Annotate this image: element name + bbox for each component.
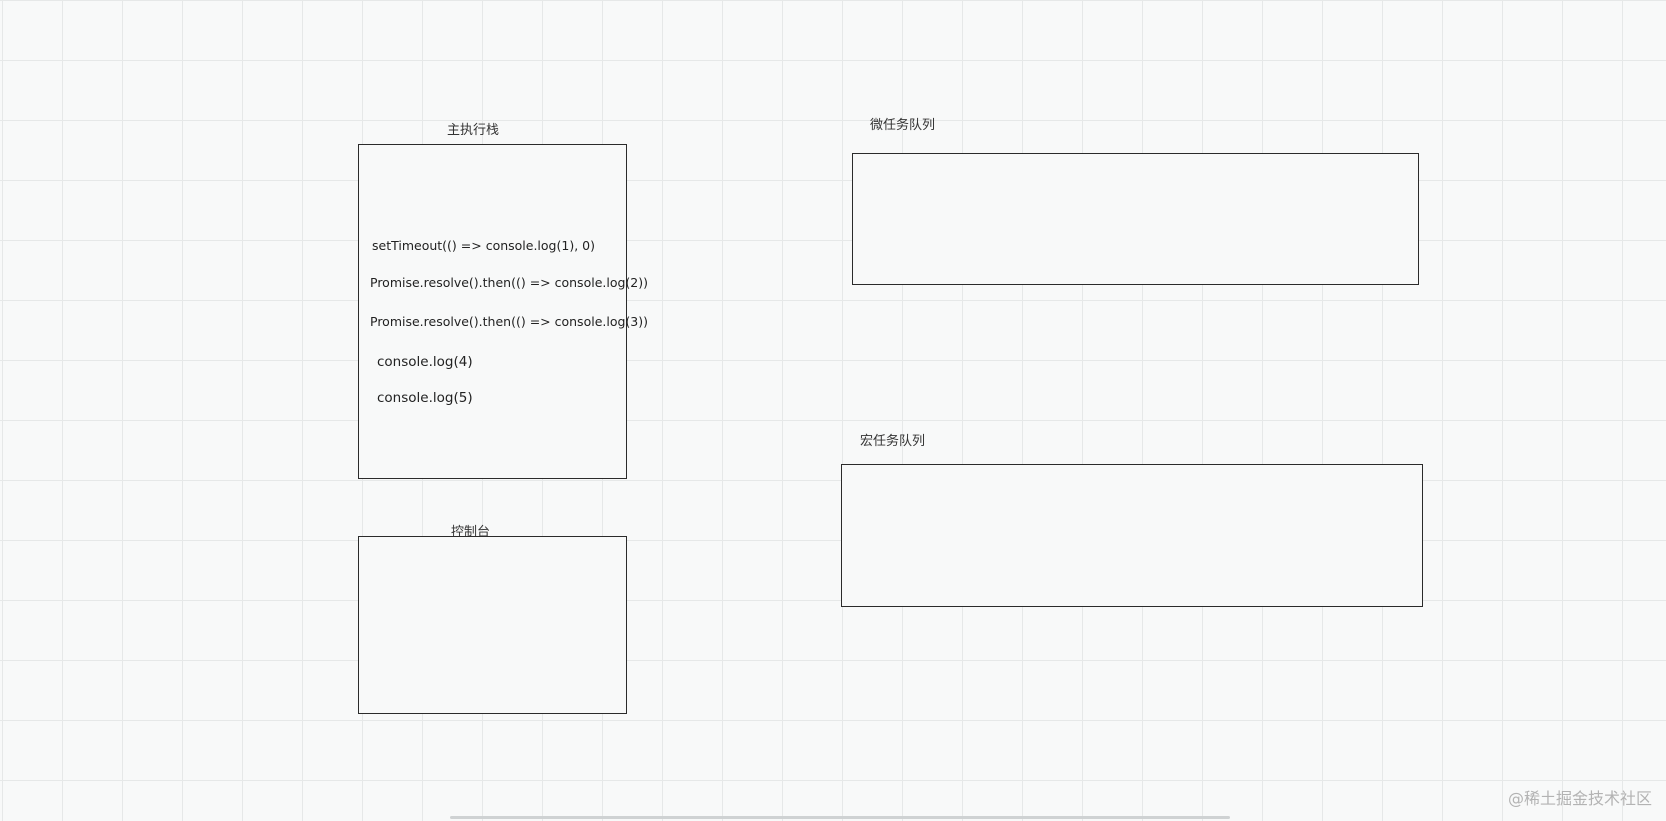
microtask-title: 微任务队列 bbox=[870, 118, 936, 133]
watermark: @稀土掘金技术社区 bbox=[1507, 789, 1652, 808]
stack-title: 主执行栈 bbox=[447, 123, 500, 138]
stack-line: setTimeout(() => console.log(1), 0) bbox=[372, 238, 595, 253]
stack-line: Promise.resolve().then(() => console.log… bbox=[370, 314, 648, 329]
macrotask-title: 宏任务队列 bbox=[860, 434, 926, 449]
macrotask-box[interactable] bbox=[841, 464, 1423, 607]
horizontal-scrollbar[interactable] bbox=[450, 816, 1230, 819]
microtask-box[interactable] bbox=[852, 153, 1419, 285]
stack-box[interactable] bbox=[358, 144, 627, 479]
stack-line: Promise.resolve().then(() => console.log… bbox=[370, 275, 648, 290]
stack-line: console.log(5) bbox=[377, 390, 473, 406]
console-box[interactable] bbox=[358, 536, 627, 714]
stack-line: console.log(4) bbox=[377, 354, 473, 370]
